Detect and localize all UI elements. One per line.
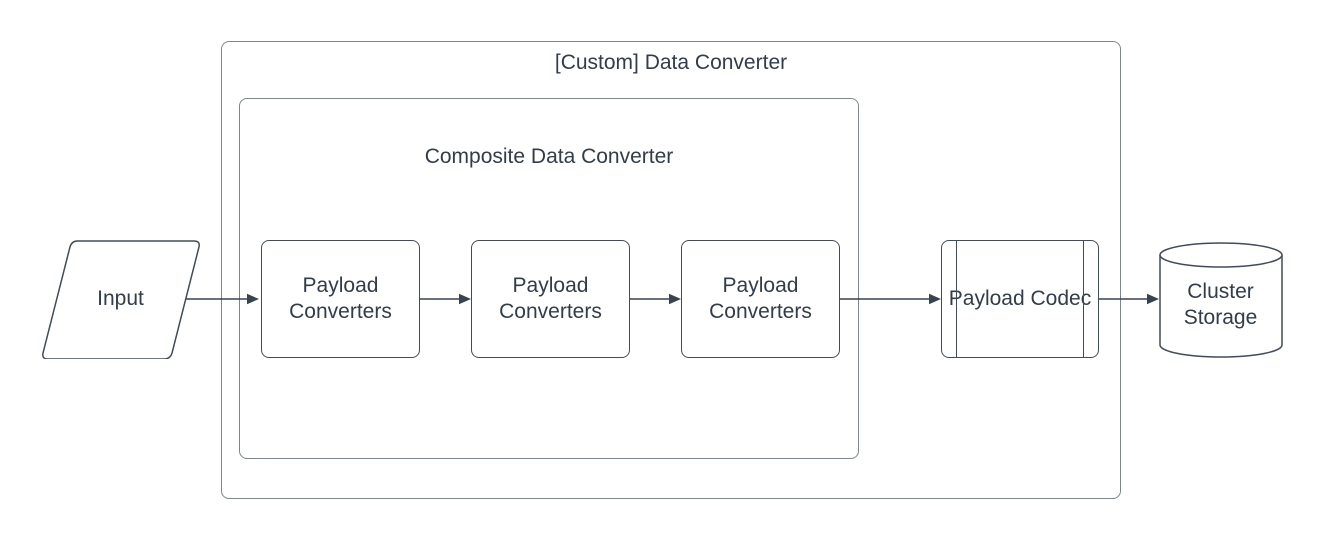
parallelogram-outline: [42, 240, 200, 359]
cylinder-body: [1159, 255, 1283, 358]
custom-data-converter-label: [Custom] Data Converter: [554, 51, 788, 74]
input-node-shape: [42, 240, 200, 359]
composite-data-converter-container: Composite Data Converter: [239, 98, 859, 459]
cylinder-top: [1159, 242, 1283, 268]
payload-converters-node-2: Payload Converters: [471, 240, 630, 358]
cluster-storage-shape: [1159, 242, 1283, 358]
cluster-storage-label: Cluster Storage: [1183, 280, 1258, 329]
payload-converters-node-3: Payload Converters: [681, 240, 840, 358]
custom-data-converter-container: [Custom] Data Converter: [221, 41, 1121, 499]
payload-converters-node-1: Payload Converters: [261, 240, 420, 358]
input-node-label: Input: [97, 287, 144, 310]
composite-data-converter-label: Composite Data Converter: [424, 145, 674, 168]
codec-right-bar: [1083, 241, 1084, 357]
payload-codec-node: Payload Codec: [941, 240, 1099, 358]
payload-codec-label: Payload Codec: [948, 287, 1092, 310]
codec-left-bar: [956, 241, 957, 357]
